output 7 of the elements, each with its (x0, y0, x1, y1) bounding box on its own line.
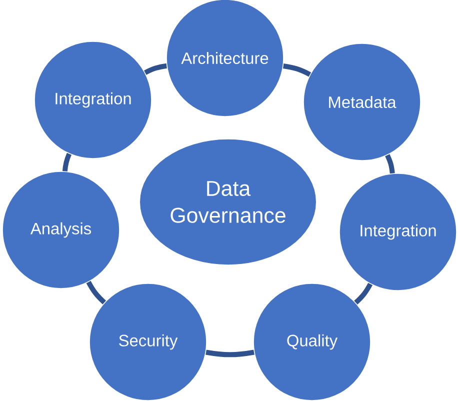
ring-connector (62, 152, 72, 172)
ring-connector (354, 282, 373, 304)
ring-connector (283, 64, 312, 77)
ring-connector (144, 63, 167, 75)
ring-connector (385, 154, 395, 174)
ring-connector (206, 350, 254, 358)
ring-connector (86, 280, 106, 304)
